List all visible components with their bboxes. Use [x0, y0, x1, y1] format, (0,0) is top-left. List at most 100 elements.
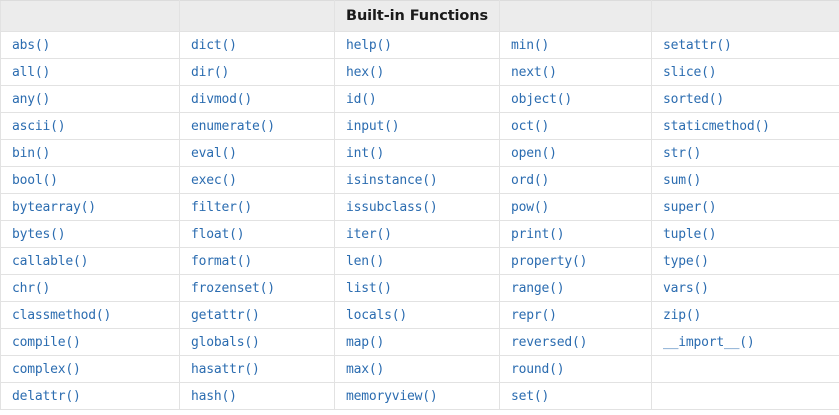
- builtin-function-link[interactable]: isinstance(): [346, 173, 438, 188]
- function-cell: sorted(): [651, 85, 839, 113]
- function-cell: float(): [179, 220, 335, 248]
- builtin-function-link[interactable]: __import__(): [663, 335, 755, 350]
- function-cell: classmethod(): [0, 301, 180, 329]
- builtin-function-link[interactable]: round(): [511, 362, 565, 377]
- builtin-function-link[interactable]: slice(): [663, 65, 717, 80]
- builtin-function-link[interactable]: zip(): [663, 308, 702, 323]
- header-cell-4: [499, 0, 652, 32]
- builtin-function-link[interactable]: frozenset(): [191, 281, 275, 296]
- builtin-function-link[interactable]: sorted(): [663, 92, 725, 107]
- builtin-function-link[interactable]: locals(): [346, 308, 408, 323]
- function-cell: str(): [651, 139, 839, 167]
- builtin-function-link[interactable]: open(): [511, 146, 557, 161]
- builtin-function-link[interactable]: vars(): [663, 281, 709, 296]
- builtin-function-link[interactable]: enumerate(): [191, 119, 275, 134]
- builtin-function-link[interactable]: set(): [511, 389, 550, 404]
- builtin-function-link[interactable]: hex(): [346, 65, 385, 80]
- table-row: bytes() float() iter() print() tuple(): [0, 220, 839, 248]
- function-cell: filter(): [179, 193, 335, 221]
- builtin-function-link[interactable]: all(): [12, 65, 51, 80]
- function-cell: callable(): [0, 247, 180, 275]
- table-header-row: Built-in Functions: [0, 0, 839, 32]
- function-cell: next(): [499, 58, 652, 86]
- builtin-function-link[interactable]: iter(): [346, 227, 392, 242]
- table-row: callable() format() len() property() type(): [0, 247, 839, 275]
- function-cell: delattr(): [0, 382, 180, 410]
- builtin-function-link[interactable]: setattr(): [663, 38, 732, 53]
- builtin-function-link[interactable]: pow(): [511, 200, 550, 215]
- builtin-function-link[interactable]: list(): [346, 281, 392, 296]
- empty-cell: [651, 382, 839, 410]
- header-cell-2: [179, 0, 335, 32]
- builtin-function-link[interactable]: property(): [511, 254, 588, 269]
- builtin-function-link[interactable]: help(): [346, 38, 392, 53]
- builtin-function-link[interactable]: repr(): [511, 308, 557, 323]
- builtin-function-link[interactable]: dict(): [191, 38, 237, 53]
- builtin-function-link[interactable]: oct(): [511, 119, 550, 134]
- builtin-function-link[interactable]: bytes(): [12, 227, 66, 242]
- builtin-function-link[interactable]: map(): [346, 335, 385, 350]
- builtin-function-link[interactable]: hasattr(): [191, 362, 260, 377]
- builtin-function-link[interactable]: tuple(): [663, 227, 717, 242]
- builtin-function-link[interactable]: input(): [346, 119, 400, 134]
- builtin-function-link[interactable]: min(): [511, 38, 550, 53]
- builtin-function-link[interactable]: sum(): [663, 173, 702, 188]
- builtin-function-link[interactable]: bytearray(): [12, 200, 96, 215]
- function-cell: dict(): [179, 31, 335, 59]
- builtin-function-link[interactable]: any(): [12, 92, 51, 107]
- table-body: abs() dict() help() min() setattr() all() dir(…: [0, 31, 839, 410]
- builtin-function-link[interactable]: reversed(): [511, 335, 588, 350]
- builtin-function-link[interactable]: staticmethod(): [663, 119, 770, 134]
- function-cell: hash(): [179, 382, 335, 410]
- builtin-function-link[interactable]: classmethod(): [12, 308, 112, 323]
- function-cell: property(): [499, 247, 652, 275]
- builtin-function-link[interactable]: dir(): [191, 65, 230, 80]
- builtin-function-link[interactable]: getattr(): [191, 308, 260, 323]
- builtin-function-link[interactable]: hash(): [191, 389, 237, 404]
- builtin-function-link[interactable]: memoryview(): [346, 389, 438, 404]
- table-row: bin() eval() int() open() str(): [0, 139, 839, 167]
- builtin-function-link[interactable]: len(): [346, 254, 385, 269]
- builtin-function-link[interactable]: id(): [346, 92, 377, 107]
- builtin-function-link[interactable]: print(): [511, 227, 565, 242]
- function-cell: bool(): [0, 166, 180, 194]
- builtin-function-link[interactable]: issubclass(): [346, 200, 438, 215]
- builtin-function-link[interactable]: chr(): [12, 281, 51, 296]
- builtin-function-link[interactable]: filter(): [191, 200, 253, 215]
- function-cell: globals(): [179, 328, 335, 356]
- function-cell: input(): [334, 112, 500, 140]
- table-row: compile() globals() map() reversed() __impor…: [0, 328, 839, 356]
- function-cell: frozenset(): [179, 274, 335, 302]
- builtin-function-link[interactable]: next(): [511, 65, 557, 80]
- builtin-function-link[interactable]: callable(): [12, 254, 89, 269]
- builtin-function-link[interactable]: max(): [346, 362, 385, 377]
- builtin-function-link[interactable]: exec(): [191, 173, 237, 188]
- builtin-function-link[interactable]: float(): [191, 227, 245, 242]
- builtin-function-link[interactable]: range(): [511, 281, 565, 296]
- function-cell: repr(): [499, 301, 652, 329]
- function-cell: setattr(): [651, 31, 839, 59]
- function-cell: bin(): [0, 139, 180, 167]
- builtin-function-link[interactable]: bool(): [12, 173, 58, 188]
- function-cell: staticmethod(): [651, 112, 839, 140]
- builtin-function-link[interactable]: divmod(): [191, 92, 253, 107]
- builtin-function-link[interactable]: delattr(): [12, 389, 81, 404]
- builtin-function-link[interactable]: str(): [663, 146, 702, 161]
- builtin-function-link[interactable]: abs(): [12, 38, 51, 53]
- builtin-function-link[interactable]: format(): [191, 254, 253, 269]
- function-cell: exec(): [179, 166, 335, 194]
- builtin-function-link[interactable]: type(): [663, 254, 709, 269]
- builtin-function-link[interactable]: int(): [346, 146, 385, 161]
- builtin-function-link[interactable]: eval(): [191, 146, 237, 161]
- builtin-function-link[interactable]: ord(): [511, 173, 550, 188]
- builtin-function-link[interactable]: globals(): [191, 335, 260, 350]
- function-cell: int(): [334, 139, 500, 167]
- builtin-function-link[interactable]: bin(): [12, 146, 51, 161]
- builtin-function-link[interactable]: complex(): [12, 362, 81, 377]
- builtin-function-link[interactable]: super(): [663, 200, 717, 215]
- builtin-function-link[interactable]: compile(): [12, 335, 81, 350]
- builtin-function-link[interactable]: ascii(): [12, 119, 66, 134]
- function-cell: round(): [499, 355, 652, 383]
- builtin-function-link[interactable]: object(): [511, 92, 573, 107]
